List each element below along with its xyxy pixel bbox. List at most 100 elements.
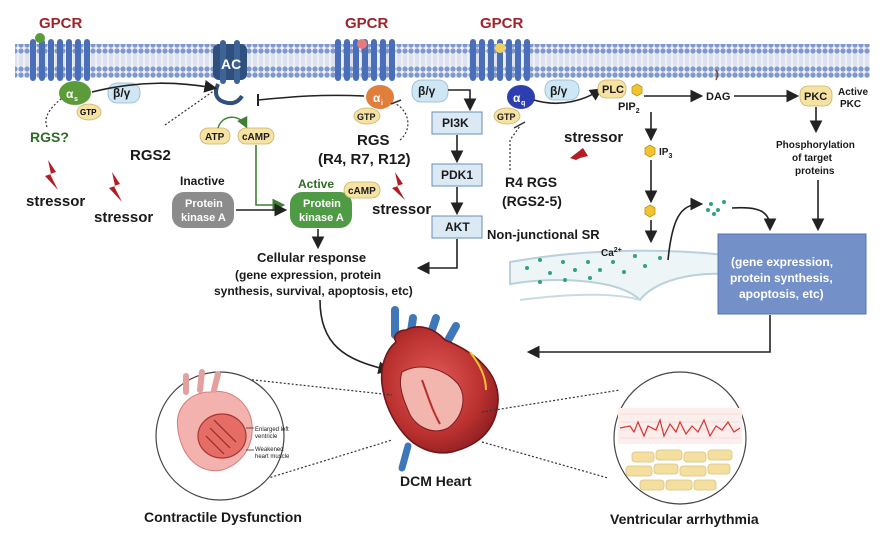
ip3-icon: [644, 144, 656, 158]
akt-response-arrow: [416, 239, 458, 275]
inhibition-line: [257, 94, 365, 101]
lightning-icon: [109, 172, 122, 202]
svg-text:GTP: GTP: [80, 108, 97, 117]
svg-text:kinase A: kinase A: [181, 212, 226, 224]
calcium-release-arrow: [667, 197, 704, 261]
gpcr-label: GPCR: [345, 15, 389, 32]
svg-text:β/γ: β/γ: [113, 86, 131, 100]
svg-text:Protein: Protein: [185, 198, 223, 210]
svg-text:GTP: GTP: [357, 112, 376, 122]
rgs-label: RGS: [357, 132, 390, 149]
svg-text:α: α: [66, 87, 74, 101]
svg-text:α: α: [513, 91, 521, 105]
gtp-badge: GTP: [353, 107, 381, 125]
gpcr-label: GPCR: [39, 15, 83, 32]
inhibition-line: [164, 89, 216, 126]
svg-text:Phosphorylation: Phosphorylation: [776, 140, 855, 151]
stressor-label: stressor: [372, 201, 431, 218]
svg-text:(gene expression, protein: (gene expression, protein: [235, 268, 381, 282]
pip2-label: PIP2: [618, 101, 640, 115]
svg-text:ATP: ATP: [205, 132, 225, 143]
svg-text:GTP: GTP: [497, 112, 516, 122]
svg-text:apoptosis, etc): apoptosis, etc): [739, 287, 824, 301]
alpha-q-subunit: α q: [507, 85, 535, 109]
cellular-response: Cellular response (gene expression, prot…: [214, 250, 413, 298]
dcm-heart: [380, 306, 499, 472]
svg-text:PDK1: PDK1: [441, 168, 473, 182]
activation-arrow: [533, 88, 603, 104]
inactive-label: Inactive: [180, 174, 225, 188]
to-heart-arrow: [526, 315, 771, 359]
ip3-icon: [644, 204, 656, 218]
svg-text:of target: of target: [792, 153, 833, 164]
gpcr-receptor-right: [470, 39, 530, 81]
phosphorylation-text: Phosphorylation of target proteins: [776, 140, 855, 177]
svg-text:Enlarged left: Enlarged left: [255, 427, 289, 433]
beta-gamma-middle: β/γ: [411, 79, 449, 103]
conversion-arrow: [217, 115, 248, 129]
svg-text:kinase A: kinase A: [299, 212, 344, 224]
svg-text:cAMP: cAMP: [348, 186, 376, 197]
lightning-icon: [564, 148, 588, 166]
ligand-icon: [357, 39, 367, 49]
dcm-heart-label: DCM Heart: [400, 473, 472, 489]
svg-text:PKC: PKC: [804, 91, 827, 103]
arrhythmia-inset: [613, 371, 747, 505]
r4-rgs-label: R4 RGS: [505, 174, 557, 190]
svg-text:Weakened: Weakened: [255, 447, 284, 453]
gtp-badge: GTP: [493, 107, 521, 125]
alpha-s-subunit: α s: [59, 81, 91, 105]
svg-text:synthesis, survival, apoptosis: synthesis, survival, apoptosis, etc): [214, 284, 413, 298]
svg-text:PLC: PLC: [602, 84, 624, 96]
svg-text:(gene expression,: (gene expression,: [731, 255, 833, 269]
stressor-label: stressor: [26, 193, 85, 210]
gtp-badge: GTP: [76, 103, 102, 121]
svg-text:cAMP: cAMP: [242, 132, 270, 143]
pip2-icon: [631, 83, 643, 97]
stressor-label: stressor: [94, 209, 153, 226]
svg-text:protein synthesis,: protein synthesis,: [730, 271, 833, 285]
svg-text:Cellular response: Cellular response: [257, 250, 366, 265]
inhibition-line: [45, 97, 63, 128]
svg-text:β/γ: β/γ: [550, 84, 568, 98]
svg-text:heart muscle: heart muscle: [255, 454, 290, 460]
contractile-dysfunction-label: Contractile Dysfunction: [144, 509, 302, 525]
pka-inactive: Protein kinase A: [172, 192, 234, 228]
calcium-ions: [525, 200, 726, 284]
r4-members-label: (RGS2-5): [502, 193, 562, 209]
camp-bound-badge: cAMP: [343, 181, 381, 199]
stressor-label: stressor: [564, 129, 623, 146]
inhibition-line: [509, 125, 521, 170]
plc-enzyme: PLC: [597, 79, 627, 99]
activation-arrow: [448, 89, 477, 112]
svg-text:α: α: [373, 91, 381, 105]
inhibition-line: [395, 103, 409, 141]
adenylyl-cyclase: AC: [213, 40, 247, 106]
atp-badge: ATP: [199, 127, 231, 145]
pi3k-box: PI3K: [431, 111, 483, 135]
beta-gamma-right: β/γ: [544, 79, 580, 101]
ca-label: Ca2+: [601, 247, 622, 259]
rgs-unknown-label: RGS?: [30, 129, 69, 145]
pkc-enzyme: PKC: [799, 85, 833, 107]
camp-badge: cAMP: [237, 127, 275, 145]
gpcr-receptor-left: [30, 33, 90, 81]
svg-text:β/γ: β/γ: [418, 84, 436, 98]
lightning-icon: [392, 172, 405, 200]
rgs-members-label: (R4, R7, R12): [318, 151, 411, 168]
pdk1-box: PDK1: [431, 163, 483, 187]
ligand-icon: [495, 43, 505, 53]
svg-text:AKT: AKT: [445, 220, 470, 234]
to-heart-arrow: [319, 299, 392, 375]
response-box: (gene expression, protein synthesis, apo…: [717, 233, 867, 315]
ip3-label: IP3: [659, 147, 672, 160]
gpcr-label: GPCR: [480, 15, 524, 32]
svg-text:proteins: proteins: [795, 166, 835, 177]
active-label: Active: [298, 177, 334, 191]
activation-arrow: [91, 80, 218, 93]
contractile-inset: [155, 369, 285, 501]
inset-annotations: Enlarged left ventricle Weakened heart m…: [255, 427, 290, 460]
pka-active: Protein kinase A: [290, 192, 352, 228]
dag-label: DAG: [706, 91, 730, 103]
